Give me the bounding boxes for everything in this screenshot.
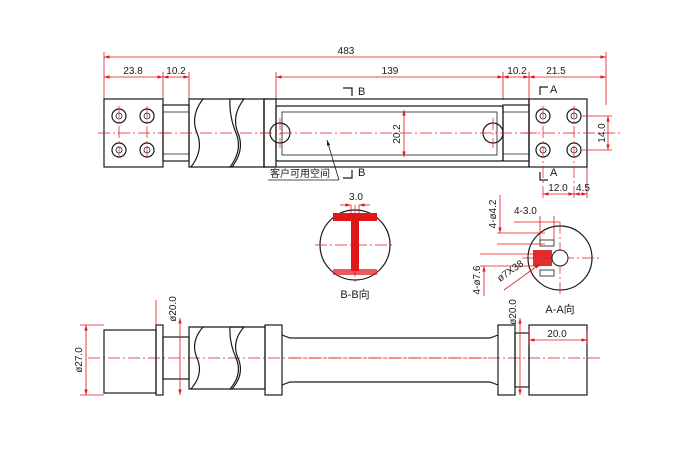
right-neck-text: 10.2 xyxy=(507,66,527,77)
section-aa-title: A-A向 xyxy=(545,302,574,316)
right-mount-block: A A 14.0 12.0 4.5 xyxy=(523,84,620,198)
main-body: 20.2 客户可用空间 xyxy=(260,98,540,181)
left-mount-holes xyxy=(111,106,155,160)
left-neck-and-break xyxy=(160,98,270,168)
counterbore-depth-text: ø7X38 xyxy=(495,258,526,284)
right-mount-holes xyxy=(535,106,582,198)
hole-spacing-text: 14.0 xyxy=(597,123,608,143)
section-b-markers: B B xyxy=(343,86,365,179)
section-bb-title: B-B向 xyxy=(340,287,369,301)
section-a-mark-top: A xyxy=(550,84,558,96)
section-bb-hatch xyxy=(333,213,377,275)
customer-space-label: 客户可用空间 xyxy=(270,167,330,180)
left-mount-block xyxy=(98,98,170,168)
right-end-length-text: 21.5 xyxy=(546,66,566,77)
left-neck-text: 10.2 xyxy=(166,66,186,77)
section-a-mark-bottom: A xyxy=(550,167,558,179)
section-b-mark-bottom: B xyxy=(358,167,365,179)
hole-offset-text: 12.0 xyxy=(548,183,568,194)
small-hole-text: 4-ø4.2 xyxy=(488,199,499,228)
edge-offset-text: 4.5 xyxy=(576,183,590,194)
side-view: ø27.0 ø20.0 ø20.0 20.0 xyxy=(74,296,600,396)
right-dia-text: ø20.0 xyxy=(508,299,519,325)
top-view: 483 23.8 10.2 139 10.2 21.5 xyxy=(98,46,620,198)
segment-dimensions: 23.8 10.2 139 10.2 21.5 xyxy=(104,66,606,100)
section-aa-view: 4-3.0 4-ø4.2 4-ø7.6 ø7X38 A-A向 xyxy=(472,195,600,316)
section-aa-hatch xyxy=(533,239,569,277)
slot-width-text: 4-3.0 xyxy=(514,206,537,217)
web-thickness-text: 3.0 xyxy=(349,192,363,203)
overall-length-text: 483 xyxy=(338,46,355,57)
counterbore-text: 4-ø7.6 xyxy=(472,265,483,294)
cavity-height-text: 20.2 xyxy=(392,124,403,144)
section-b-mark-top: B xyxy=(358,86,365,98)
section-bb-view: 3.0 B-B向 xyxy=(315,192,395,301)
left-dia-text: ø20.0 xyxy=(168,296,179,322)
right-end-length-side-text: 20.0 xyxy=(547,329,567,340)
overall-dia-text: ø27.0 xyxy=(74,347,85,373)
left-end-length-text: 23.8 xyxy=(123,66,143,77)
cavity-length-text: 139 xyxy=(382,66,399,77)
